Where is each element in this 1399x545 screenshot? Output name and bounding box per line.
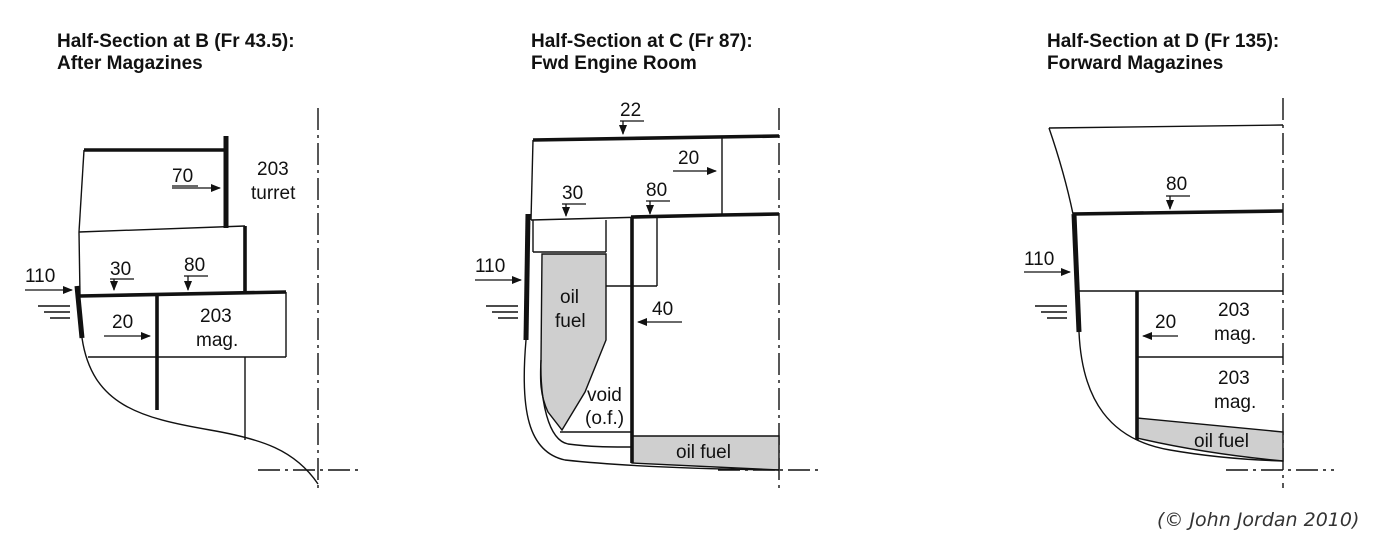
section-b-title-line1: Half-Section at B (Fr 43.5): [57,31,295,52]
section-d-title-line1: Half-Section at D (Fr 135): [1047,31,1279,52]
section-c-belt [523,213,531,341]
section-b-hull-bottom [81,337,319,485]
section-c-label-22: 22 [620,100,641,121]
section-b-deck-30 [78,225,246,233]
section-c-upper-side [530,139,534,221]
section-c-label-20: 20 [678,148,699,169]
section-c: Half-Section at C (Fr 87): Fwd Engine Ro… [475,31,822,488]
section-d-mag2-word: mag. [1214,392,1256,413]
section-c-inner-bottom [540,359,633,448]
section-d-mag1-size: 203 [1218,300,1250,321]
section-d-label-20: 20 [1155,312,1176,333]
section-b-title-line2: After Magazines [57,53,203,74]
section-b: Half-Section at B (Fr 43.5): After Magaz… [25,31,362,488]
section-d: Half-Section at D (Fr 135): Forward Maga… [1024,31,1334,488]
section-c-deck-80 [630,213,723,219]
section-d-mag1-word: mag. [1214,324,1256,345]
section-d-title-line2: Forward Magazines [1047,53,1223,74]
section-d-hull-bottom [1078,331,1284,462]
section-c-label-30: 30 [562,183,583,204]
section-b-label-30: 30 [110,259,131,280]
section-c-label-110: 110 [475,256,505,277]
section-d-label-80: 80 [1166,174,1187,195]
section-c-oil-word2: fuel [555,311,586,332]
section-d-belt [1071,213,1082,333]
section-b-deck-80 [79,290,287,298]
section-b-mid-side [78,231,81,297]
section-d-forecastle-deck [1048,124,1284,129]
section-d-upper-side [1048,127,1074,215]
section-c-oil-word1: oil [560,287,579,308]
section-d-label-110: 110 [1024,249,1054,270]
section-c-deck-80-outer [721,212,780,217]
section-c-void-note: (o.f.) [585,408,624,429]
section-b-upper-side [78,149,85,233]
section-c-label-80: 80 [646,180,667,201]
section-d-deck-80 [1072,209,1284,216]
section-b-label-70: 70 [172,166,193,187]
section-b-label-20: 20 [112,312,133,333]
section-c-hull-bottom [523,339,780,471]
section-c-upper-deck [532,134,780,142]
section-b-mag-word: mag. [196,330,238,351]
section-b-label-110: 110 [25,266,55,287]
section-c-label-40: 40 [652,299,673,320]
section-b-turret-word: turret [251,183,296,204]
section-b-belt [74,285,85,339]
section-d-oil-bottom-label: oil fuel [1194,431,1249,452]
section-c-title-line2: Fwd Engine Room [531,53,697,74]
section-c-oil-bottom-label: oil fuel [676,442,731,463]
copyright-credit: (© John Jordan 2010) [1157,509,1359,531]
section-b-turret-size: 203 [257,159,289,180]
section-b-mag-size: 203 [200,306,232,327]
section-c-title-line1: Half-Section at C (Fr 87): [531,31,753,52]
section-d-mag2-size: 203 [1218,368,1250,389]
section-b-label-80: 80 [184,255,205,276]
section-c-void-word: void [587,385,622,406]
